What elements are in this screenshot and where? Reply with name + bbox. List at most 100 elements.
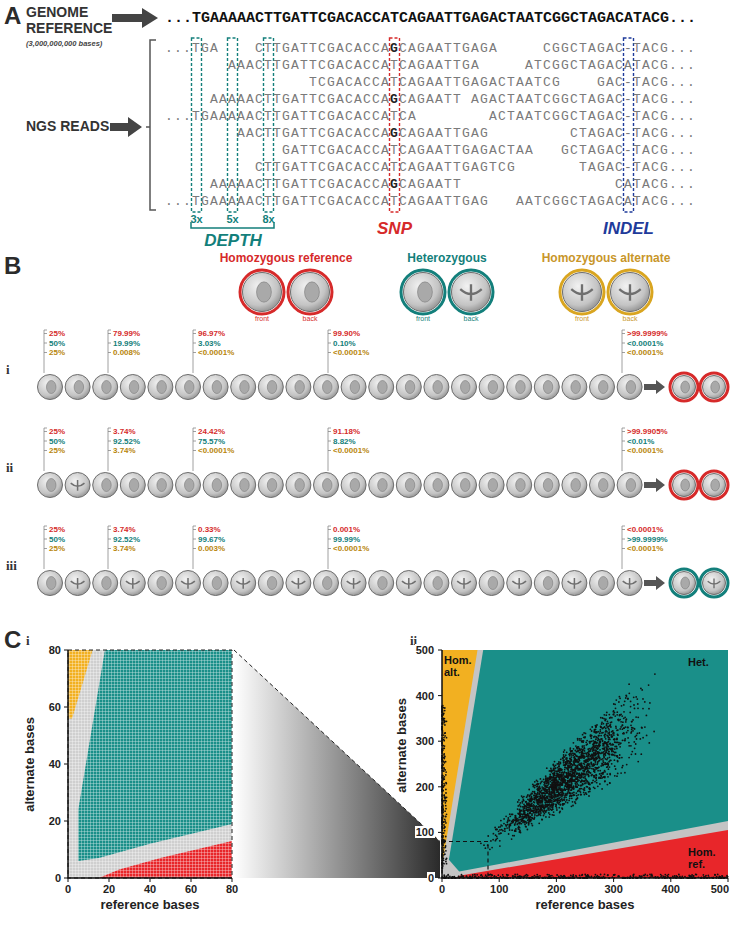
coin [148,375,173,400]
data-point [613,714,615,716]
data-point [602,772,604,774]
data-point [593,768,595,770]
data-point [601,752,603,754]
genotype-ring [401,270,445,314]
data-point [546,797,548,799]
data-point [527,819,529,821]
data-point [581,741,583,743]
coin-head [157,381,167,394]
data-point [580,765,582,767]
genotype-ring [670,471,698,499]
data-point [554,782,556,784]
data-point [599,773,601,775]
data-point [586,740,588,742]
data-point [628,683,630,685]
data-point [531,823,533,825]
data-point [546,796,548,798]
data-point [593,741,595,743]
data-point [577,773,579,775]
data-point [548,816,550,818]
data-point [622,765,624,767]
data-point [544,786,546,788]
data-point [515,830,517,832]
coin-head [295,479,305,492]
data-point [515,830,517,832]
data-point [546,767,548,769]
data-point [553,773,555,775]
data-point [563,793,565,795]
data-point [573,742,575,744]
data-point [573,764,575,766]
data-point [492,839,494,841]
coin [258,473,283,498]
data-point [619,714,621,716]
data-point [598,756,600,758]
data-point [521,795,523,797]
coin [617,571,642,596]
data-point [600,765,602,767]
axis-tick [64,707,191,882]
data-point [637,733,639,735]
data-point [544,790,546,792]
data-point [514,819,516,821]
data-point [628,742,630,744]
data-point [614,748,616,750]
data-point [585,760,587,762]
data-point [569,760,571,762]
data-point [605,718,607,720]
data-point [613,739,615,741]
coin [258,571,283,596]
data-point [603,727,605,729]
data-point [542,788,544,790]
data-point [548,804,550,806]
data-point [603,757,605,759]
data-point [566,751,568,753]
data-point [616,729,618,731]
data-point [509,824,511,826]
data-point [533,791,535,793]
coin-tail [619,284,640,301]
coin [479,473,504,498]
data-point [610,759,612,761]
data-point [584,736,586,738]
data-point [539,802,541,804]
data-point [554,768,556,770]
coin-tail [402,578,416,589]
data-point [587,754,589,756]
data-point [517,820,519,822]
data-point [538,806,540,808]
data-point [592,749,594,751]
data-point [543,796,545,798]
data-point [528,805,530,807]
data-point [576,766,578,768]
data-point [595,738,597,740]
data-point [619,754,621,756]
data-point [553,775,555,777]
data-point [514,819,516,821]
coin-head [323,479,333,492]
coin [176,571,201,596]
data-point [619,728,621,730]
data-point [565,783,567,785]
data-point [586,793,588,795]
data-point [632,727,634,729]
data-point [593,770,595,772]
coin-head [418,282,433,302]
data-point [523,811,525,813]
data-point [525,801,527,803]
data-point [587,769,589,771]
data-point [565,754,567,756]
coin [534,473,559,498]
coin [38,571,63,596]
data-point [551,787,553,789]
data-point [610,717,612,719]
data-point [557,795,559,797]
coin [534,375,559,400]
data-point [539,811,541,813]
data-point [541,792,543,794]
data-point [580,777,582,779]
data-point [540,795,542,797]
data-point [536,786,538,788]
data-point [609,717,611,719]
data-point [534,814,536,816]
